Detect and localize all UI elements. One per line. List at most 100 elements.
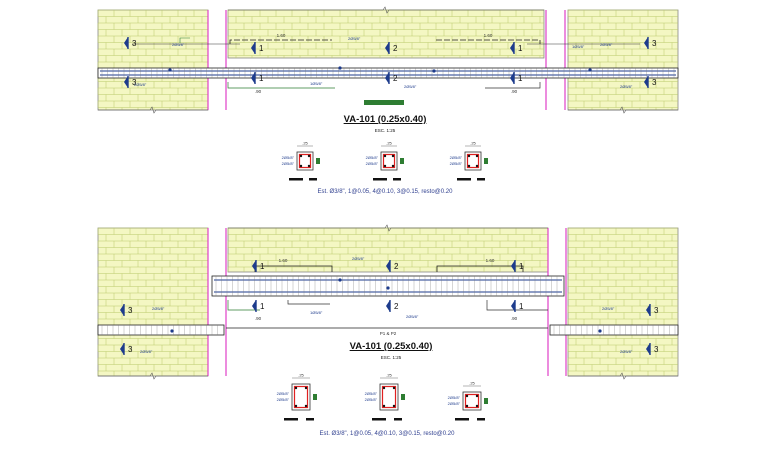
cut-3c-label: 3	[652, 39, 657, 48]
section-3-bar	[467, 154, 471, 158]
cut-3c-arrow	[644, 37, 648, 49]
section-6-tag	[484, 398, 488, 404]
section-3-bar	[475, 164, 479, 168]
beam-left-stub	[97, 324, 225, 336]
section-2-bar	[391, 164, 395, 168]
section-4-scalebar	[306, 418, 314, 421]
section-5-outline	[379, 383, 399, 411]
section-4-outline	[291, 383, 311, 411]
section-3-tag	[484, 158, 488, 164]
cut-2a-label: 2	[393, 44, 398, 53]
section-1-dim-text: .25	[302, 141, 308, 146]
section-2-stirrup	[382, 153, 396, 169]
cut-1a-arrow	[252, 260, 256, 272]
rebar-dot	[432, 69, 436, 73]
center-label: P1 & P2	[380, 331, 397, 336]
bottom-bar-left	[227, 300, 260, 311]
dim-bottom-right: .90	[511, 316, 518, 321]
bar-label-5: 1Ø5/8"	[572, 44, 585, 49]
cut-1a-arrow	[251, 42, 255, 54]
section-3-label-top: 2Ø5/8"	[450, 155, 463, 160]
section-2-bar	[391, 154, 395, 158]
cut-3c-arrow	[646, 304, 650, 316]
support-marker	[364, 100, 404, 105]
wall-center	[227, 9, 545, 59]
section-4-bar	[294, 404, 298, 408]
bar-label-5: 2Ø5/8"	[602, 306, 615, 311]
dim-right: 1.60	[486, 258, 495, 263]
wall-left	[97, 9, 209, 111]
bottom-bar-right	[486, 300, 548, 311]
break-line	[228, 6, 544, 14]
section-6-dim-text: .25	[469, 381, 475, 386]
drawing-2-scale: ESC. 1:25	[380, 355, 402, 360]
cut-1d-label: 1	[518, 74, 523, 83]
section-6-scalebar	[477, 418, 485, 421]
cut-1d-arrow	[511, 300, 515, 312]
drawing-2-stirrup-note: Est. Ø3/8", 1@0.05, 4@0.10, 3@0.15, rest…	[319, 431, 455, 437]
cut-3b-label: 3	[128, 345, 133, 354]
section-1-stirrup	[298, 153, 312, 169]
section-4-bar	[304, 404, 308, 408]
section-2-label-bot: 2Ø5/8"	[366, 161, 379, 166]
cut-2a-arrow	[386, 260, 390, 272]
section-2-dim-text: .25	[386, 141, 392, 146]
section-1-label-top: 2Ø5/8"	[282, 155, 295, 160]
cut-1b-label: 1	[259, 74, 264, 83]
section-5-bar	[392, 404, 396, 408]
cut-1c-arrow	[511, 260, 515, 272]
drawing-1-stirrup-note: Est. Ø3/8", 1@0.05, 4@0.10, 3@0.15, rest…	[317, 189, 453, 195]
cut-3a-label: 3	[128, 306, 133, 315]
cut-2a-label: 2	[394, 262, 399, 271]
section-5-bar	[382, 386, 386, 390]
section-3-stirrup	[466, 153, 480, 169]
section-5-bar	[382, 404, 386, 408]
dim-bottom-left: .90	[255, 316, 262, 321]
cut-3a-arrow	[120, 304, 124, 316]
section-5-label-top: 2Ø5/8"	[365, 391, 378, 396]
top-bar-right	[436, 39, 541, 44]
section-4-tag	[313, 394, 317, 400]
section-4-scalebar	[284, 418, 298, 421]
section-3-scalebar	[457, 178, 471, 181]
bar-label-0: 2Ø5/8"	[152, 306, 165, 311]
section-1-tag	[316, 158, 320, 164]
break-line	[568, 106, 678, 114]
wall-left	[97, 227, 209, 377]
bar-label-2: 2Ø5/8"	[348, 36, 361, 41]
section-5-dim-text: .25	[386, 373, 392, 378]
break-line	[228, 224, 548, 232]
cut-1b-arrow	[252, 300, 256, 312]
section-6-stirrup	[464, 393, 480, 409]
cut-1a-label: 1	[260, 262, 265, 271]
cut-3d-label: 3	[654, 345, 659, 354]
top-bar-right	[436, 265, 524, 272]
bar-label-4: 2Ø5/8"	[404, 84, 417, 89]
section-2-bar	[383, 164, 387, 168]
bar-label-6: 2Ø5/8"	[600, 42, 613, 47]
bar-label-3: 1Ø5/8"	[310, 310, 323, 315]
beam-right-stub	[549, 324, 679, 336]
cut-1b-arrow	[251, 72, 255, 84]
cut-1c-label: 1	[518, 44, 523, 53]
section-6-bar	[465, 394, 469, 398]
section-1-bar	[307, 164, 311, 168]
break-line	[98, 372, 208, 380]
cut-1d-label: 1	[519, 302, 524, 311]
hook-left	[179, 37, 190, 43]
rebar-dot	[338, 278, 342, 282]
section-5-scalebar	[372, 418, 386, 421]
bar-label-0: 2Ø5/8"	[172, 42, 185, 47]
section-5-tag	[401, 394, 405, 400]
cut-3d-arrow	[644, 76, 648, 88]
section-6-bar	[465, 404, 469, 408]
cut-2b-arrow	[386, 300, 390, 312]
rebar-dot	[168, 68, 172, 72]
rebar-dot	[170, 329, 174, 333]
cut-3d-label: 3	[652, 78, 657, 87]
section-4-bar	[294, 386, 298, 390]
cut-1c-label: 1	[519, 262, 524, 271]
section-1-label-bot: 2Ø5/8"	[282, 161, 295, 166]
section-6-bar	[475, 394, 479, 398]
